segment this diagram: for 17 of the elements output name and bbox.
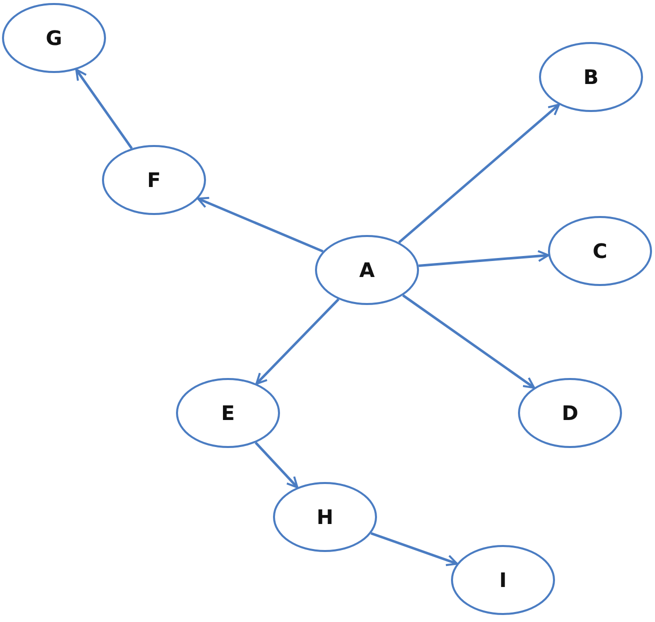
node-label: C [592, 239, 608, 263]
node-label: A [359, 258, 375, 282]
node-label: B [583, 65, 599, 89]
arrow [398, 104, 560, 244]
arrow [370, 532, 458, 566]
arrow [197, 196, 324, 253]
node-label: H [316, 505, 334, 529]
arrow [255, 298, 340, 385]
node-label: F [147, 168, 161, 192]
node-label: I [499, 568, 507, 592]
arrow [418, 250, 550, 268]
arrow [254, 442, 298, 488]
node-label: E [221, 401, 235, 425]
arrow [75, 68, 133, 150]
node-label: G [46, 26, 62, 50]
arrow [402, 294, 536, 389]
node-label: D [562, 401, 578, 425]
